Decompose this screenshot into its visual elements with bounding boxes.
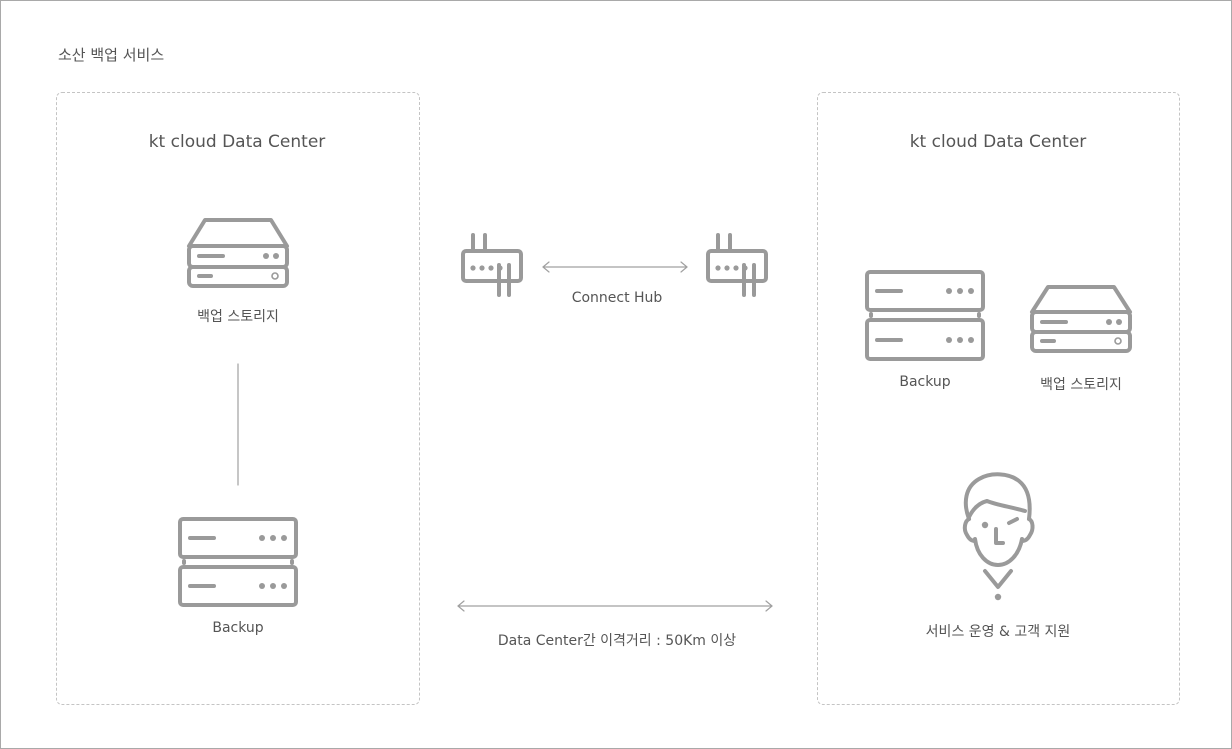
right-storage-label: 백업 스토리지 <box>1040 377 1122 393</box>
page-title: 소산 백업 서비스 <box>58 46 165 64</box>
hub-double-arrow <box>542 261 688 273</box>
right-datacenter-box <box>817 92 1180 705</box>
distance-label: Data Center간 이격거리 : 50Km 이상 <box>497 633 737 649</box>
storage-server-icon <box>1030 285 1132 353</box>
right-datacenter-title: kt cloud Data Center <box>909 132 1087 152</box>
network-hub-icon <box>706 233 768 297</box>
network-hub-icon <box>461 233 523 297</box>
distance-double-arrow <box>457 600 773 612</box>
support-label: 서비스 운영 & 고객 지원 <box>925 624 1071 640</box>
storage-server-icon <box>187 218 289 288</box>
left-datacenter-box <box>56 92 420 705</box>
left-datacenter-title: kt cloud Data Center <box>148 132 326 152</box>
stacked-server-icon <box>865 270 985 361</box>
support-person-icon <box>962 472 1035 601</box>
connector-line <box>237 363 239 486</box>
left-backup-label: Backup <box>212 620 264 636</box>
stacked-server-icon <box>178 517 298 607</box>
left-storage-label: 백업 스토리지 <box>197 309 279 325</box>
connect-hub-label: Connect Hub <box>571 290 663 306</box>
right-backup-label: Backup <box>899 374 951 390</box>
